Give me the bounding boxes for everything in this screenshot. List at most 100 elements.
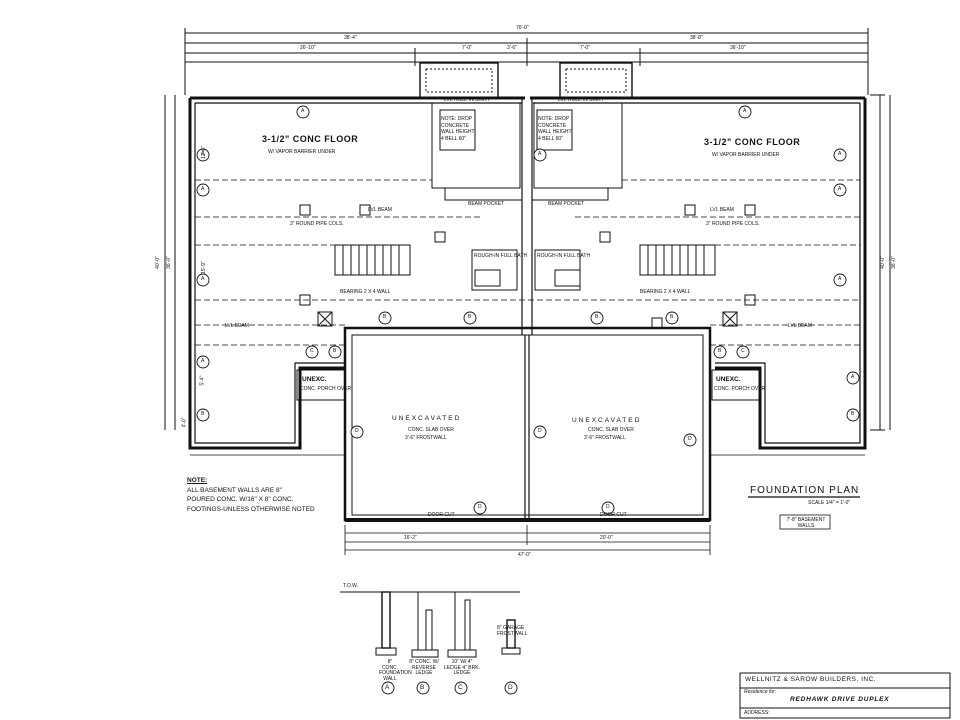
grid-marker-label: B	[333, 348, 337, 354]
right-beam-pocket: BEAM POCKET	[548, 201, 585, 207]
dim-left-4: 4'-0"	[181, 417, 188, 428]
half-right-dim: 38'-8"	[690, 35, 703, 41]
section-marker-a: A	[385, 684, 390, 691]
right-floor-subtitle: W/ VAPOR BARRIER UNDER	[712, 152, 780, 158]
grid-marker-label: B	[670, 314, 674, 320]
grid-marker-label: B	[383, 314, 387, 320]
bottom-total-dim: 47'-0"	[518, 552, 531, 558]
general-notes: NOTE: ALL BASEMENT WALLS ARE 8" POURED C…	[187, 477, 315, 513]
grid-marker-label: C	[741, 348, 745, 354]
grid-marker-label: A	[201, 276, 205, 282]
seg-b-dim: 7'-0"	[462, 45, 472, 51]
left-unexcavated-label: UNEXCAVATED	[392, 415, 462, 422]
right-unexc-label: UNEXC.	[716, 376, 741, 383]
section-a-label: 8" CONC. FOUNDATION WALL	[379, 659, 412, 682]
grid-marker-label: D	[606, 504, 610, 510]
grid-marker-label: A	[201, 151, 205, 157]
residence-label: Residence for:	[744, 689, 777, 695]
left-drop-note: NOTE: DROP CONCRETE WALL HEIGHT 4 BELL 6…	[441, 116, 475, 142]
right-lvl-beam: LVL BEAM	[788, 323, 812, 329]
right-drop-note: NOTE: DROP CONCRETE WALL HEIGHT 4 BELL 6…	[538, 116, 572, 142]
left-unexc-label: UNEXC.	[302, 376, 327, 383]
right-frostwall-note: 3'-6" FROSTWALL	[584, 435, 626, 441]
grid-marker-label: A	[838, 276, 842, 282]
grid-marker-label: A	[301, 108, 305, 114]
grid-marker-label: C	[310, 348, 314, 354]
right-rough-in: ROUGH-IN FULL BATH	[537, 253, 591, 259]
left-porch-note: CONC. PORCH OVER	[300, 386, 352, 392]
left-lvl-hole: LVL HOLE IN SKIRT	[444, 97, 490, 103]
seg-d-dim: 36'-10"	[730, 45, 746, 51]
depth-inner-dim: 36'-0"	[890, 256, 897, 269]
section-marker-d: D	[508, 684, 513, 691]
section-c-label: 10" W/ 4" LEDGE 4" BRK. LEDGE	[444, 659, 480, 676]
right-floor-title: 3-1/2" CONC FLOOR	[704, 137, 801, 147]
grid-marker-label: D	[478, 504, 482, 510]
grid-marker-label: A	[838, 186, 842, 192]
top-of-wall-tag: T.O.W.	[343, 583, 358, 589]
right-door-cut: DOOR CUT	[600, 512, 627, 518]
left-pipe-cols: 3" ROUND PIPE COLS.	[290, 221, 344, 227]
seg-b-dim: 7'-0"	[580, 45, 590, 51]
project-name: REDHAWK DRIVE DUPLEX	[790, 696, 890, 703]
right-unexcavated-label: UNEXCAVATED	[572, 417, 642, 424]
notes-line: ALL BASEMENT WALLS ARE 8"	[187, 486, 282, 494]
left-frostwall-note: 3'-6" FROSTWALL	[405, 435, 447, 441]
section-marker-b: B	[420, 684, 425, 691]
left-slab-note: CONC. SLAB OVER	[408, 427, 454, 433]
grid-marker-label: A	[838, 151, 842, 157]
section-b-label: 8" CONC. W/ REVERSE LEDGE	[409, 659, 439, 676]
grid-marker-label: B	[718, 348, 722, 354]
left-beam-pocket: BEAM POCKET	[468, 201, 505, 207]
seg-a-dim: 26'-10"	[300, 45, 316, 51]
left-rough-in: ROUGH-IN FULL BATH	[474, 253, 528, 259]
grid-marker-label: A	[538, 151, 542, 157]
grid-marker-label: B	[595, 314, 599, 320]
notes-line: POURED CONC. W/16" X 8" CONC.	[187, 496, 294, 503]
grid-marker-label: D	[355, 428, 359, 434]
right-bearing-note: BEARING 2 X 4 WALL	[640, 289, 691, 295]
depth-total-dim: 40'-0"	[154, 256, 161, 269]
notes-title: NOTE:	[187, 477, 208, 484]
left-door-cut: DOOR CUT	[428, 512, 455, 518]
dim-left-1: 12'-6"	[200, 146, 207, 159]
left-lvl-beam: LVL BEAM	[225, 323, 249, 329]
right-slab-note: CONC. SLAB OVER	[588, 427, 634, 433]
grid-marker-label: D	[538, 428, 542, 434]
bottom-a-dim: 16'-2"	[404, 535, 417, 541]
right-lvl-beam: LVL BEAM	[710, 207, 734, 213]
depth-inner-dim: 36'-0"	[165, 256, 172, 269]
half-left-dim: 38'-4"	[344, 35, 357, 41]
grid-marker-label: A	[851, 374, 855, 380]
company-name: WELLNITZ & SAROW BUILDERS, INC.	[745, 676, 877, 683]
dim-left-3: 5'-4"	[199, 375, 206, 386]
section-marker-c: C	[458, 684, 463, 691]
plan-scale: SCALE 1/4" = 1'-0"	[808, 500, 851, 506]
overall-width-dim: 76'-0"	[516, 25, 529, 31]
left-floor-title: 3-1/2" CONC FLOOR	[262, 134, 359, 144]
right-porch-note: CONC. PORCH OVER	[714, 386, 766, 392]
left-floor-subtitle: W/ VAPOR BARRIER UNDER	[268, 149, 336, 155]
grid-marker-label: B	[851, 411, 855, 417]
grid-marker-label: B	[201, 411, 205, 417]
right-lvl-hole: LVL HOLE IN SKIRT	[558, 97, 604, 103]
bottom-b-dim: 20'-0"	[600, 535, 613, 541]
wall-height-tag: 7'-8" BASEMENT WALLS	[786, 517, 826, 529]
address-label: ADDRESS:	[744, 710, 770, 716]
grid-marker-label: B	[468, 314, 472, 320]
dim-left-2: 15'-9"	[200, 261, 207, 274]
grid-marker-label: A	[743, 108, 747, 114]
left-bearing-note: BEARING 2 X 4 WALL	[340, 289, 391, 295]
section-d-label: 8" GARAGE FROSTWALL	[497, 625, 528, 637]
seg-c-dim: 3'-6"	[507, 45, 517, 51]
grid-marker-label: D	[688, 436, 692, 442]
grid-marker-label: A	[201, 186, 205, 192]
right-pipe-cols: 3" ROUND PIPE COLS.	[706, 221, 760, 227]
depth-total-dim: 40'-0"	[879, 256, 886, 269]
plan-title: FOUNDATION PLAN	[750, 485, 860, 496]
grid-marker-label: A	[201, 358, 205, 364]
notes-line: FOOTINGS-UNLESS OTHERWISE NOTED	[187, 505, 315, 513]
left-lvl-beam: LVL BEAM	[368, 207, 392, 213]
